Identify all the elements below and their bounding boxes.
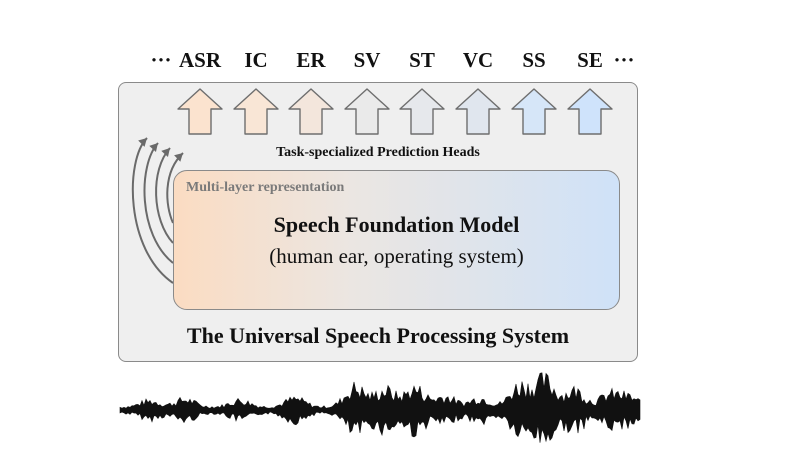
head-arrow-se	[567, 88, 613, 135]
layer-curve-arrowhead-1	[138, 138, 147, 147]
system-title: The Universal Speech Processing System	[186, 323, 570, 348]
task-label-asr: ASR	[178, 48, 222, 72]
right-ellipsis: ···	[613, 48, 635, 72]
head-arrow-vc	[455, 88, 501, 135]
task-label-er: ER	[296, 48, 326, 72]
heads-caption: Task-specialized Prediction Heads	[276, 145, 480, 160]
layer-curve-arrowhead-4	[174, 153, 183, 162]
left-ellipsis: ···	[150, 48, 172, 72]
layer-curve-1	[131, 137, 174, 284]
layer-curve-arrowhead-3	[161, 148, 170, 157]
head-arrow-st	[399, 88, 445, 135]
multi-layer-curves	[131, 137, 184, 284]
task-label-st: ST	[409, 48, 435, 72]
head-arrow-er	[288, 88, 334, 135]
head-arrow-sv	[344, 88, 390, 135]
waveform-path	[119, 372, 641, 443]
head-arrow-ss	[511, 88, 557, 135]
prediction-head-arrows	[177, 88, 613, 135]
task-labels: ··· ASR IC ER SV ST VC SS SE ···	[0, 48, 800, 78]
head-arrow-asr	[177, 88, 223, 135]
foundation-model-box	[173, 170, 620, 310]
layer-curve-arrowhead-2	[149, 143, 158, 152]
head-arrow-ic	[233, 88, 279, 135]
task-label-se: SE	[577, 48, 603, 72]
multi-layer-label: Multi-layer representation	[186, 180, 345, 195]
layer-curve-3	[155, 147, 174, 244]
layer-curve-2	[143, 142, 174, 264]
task-label-ic: IC	[244, 48, 268, 72]
model-title: Speech Foundation Model	[273, 212, 520, 237]
task-label-vc: VC	[462, 48, 494, 72]
task-label-sv: SV	[353, 48, 381, 72]
task-label-ss: SS	[522, 48, 546, 72]
model-subtitle: (human ear, operating system)	[269, 244, 524, 268]
